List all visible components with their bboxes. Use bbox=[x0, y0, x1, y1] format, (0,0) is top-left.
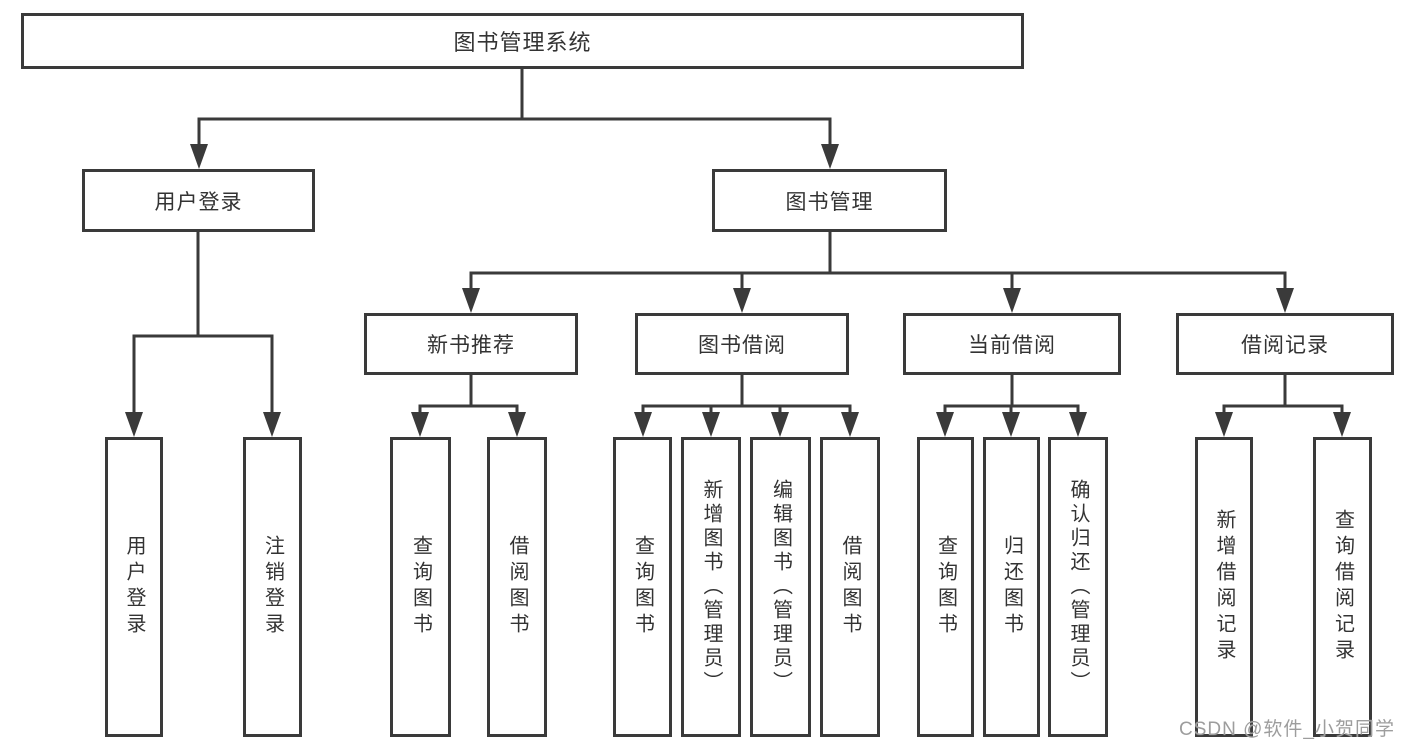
leaf-current-confirm-return-admin: 确认归还（管理员） bbox=[1048, 437, 1108, 737]
csdn-watermark: CSDN @软件_小贺同学 bbox=[1179, 719, 1395, 740]
leaf-records-add-record: 新增借阅记录 bbox=[1195, 437, 1253, 737]
node-current-borrow: 当前借阅 bbox=[903, 313, 1121, 375]
leaf-records-query-record: 查询借阅记录 bbox=[1313, 437, 1372, 737]
node-new-book-recommend: 新书推荐 bbox=[364, 313, 578, 375]
leaf-borrow-query-book: 查询图书 bbox=[613, 437, 672, 737]
leaf-recommend-borrow-book: 借阅图书 bbox=[487, 437, 547, 737]
leaf-borrow-edit-book-admin: 编辑图书（管理员） bbox=[750, 437, 811, 737]
arrowhead-group bbox=[125, 144, 1351, 437]
leaf-recommend-query-book: 查询图书 bbox=[390, 437, 451, 737]
node-borrow-records: 借阅记录 bbox=[1176, 313, 1394, 375]
leaf-user-login: 用户登录 bbox=[105, 437, 163, 737]
node-user-login: 用户登录 bbox=[82, 169, 315, 232]
node-book-borrow: 图书借阅 bbox=[635, 313, 849, 375]
node-book-management: 图书管理 bbox=[712, 169, 947, 232]
node-library-management-system: 图书管理系统 bbox=[21, 13, 1024, 69]
leaf-logout: 注销登录 bbox=[243, 437, 302, 737]
leaf-borrow-borrow-book: 借阅图书 bbox=[820, 437, 880, 737]
leaf-borrow-add-book-admin: 新增图书（管理员） bbox=[681, 437, 741, 737]
leaf-current-query-book: 查询图书 bbox=[917, 437, 974, 737]
leaf-current-return-book: 归还图书 bbox=[983, 437, 1040, 737]
